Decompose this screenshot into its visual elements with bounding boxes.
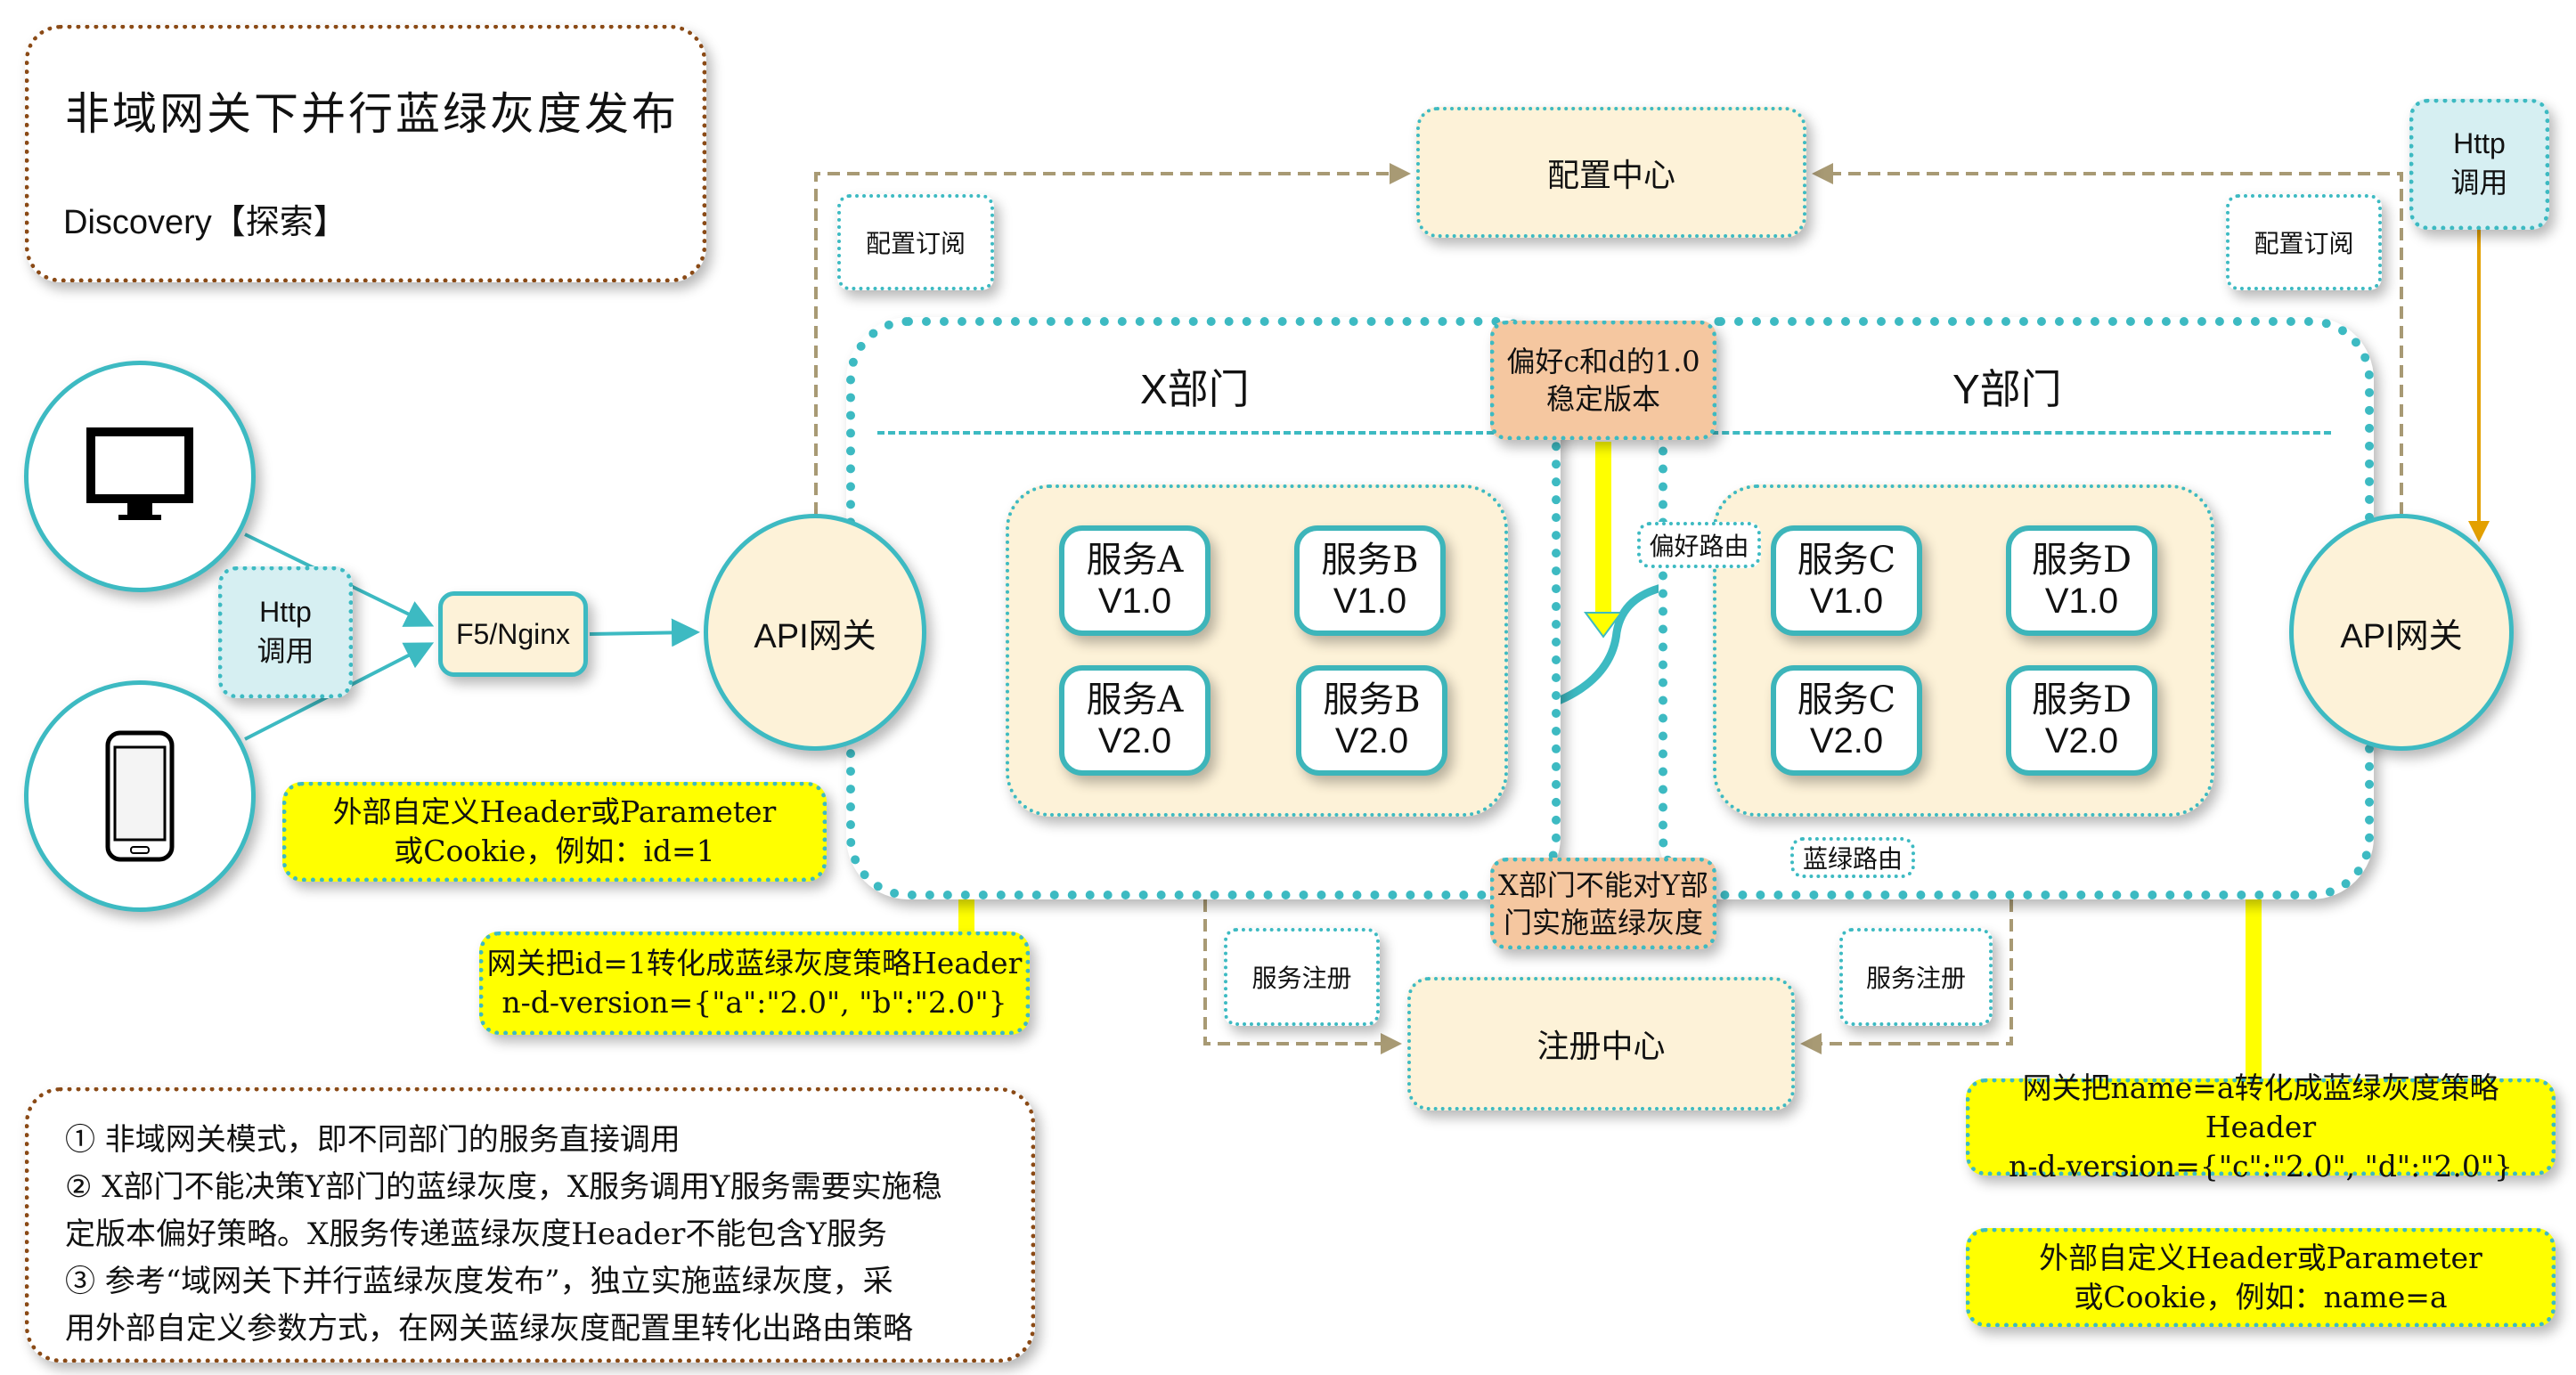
desktop-client[interactable] [24,361,256,592]
f5-nginx-label: F5/Nginx [455,617,571,650]
note-line: X部门不能对Y部 [1498,867,1708,902]
preference-route-tag: 偏好路由 [1637,522,1761,568]
note-line: 外部自定义Header或Parameter [332,794,777,829]
note-line: 门实施蓝绿灰度 [1503,905,1703,940]
config-subscribe-right: 配置订阅 [2226,194,2382,290]
note-item: ② X部门不能决策Y部门的蓝绿灰度，X服务调用Y服务需要实施稳 [65,1169,942,1205]
notes-box: ① 非域网关模式，即不同部门的服务直接调用 ② X部门不能决策Y部门的蓝绿灰度，… [25,1087,1035,1363]
yellow-arrowhead-middle [1584,612,1623,639]
bluegreen-route-tag: 蓝绿路由 [1790,837,1915,878]
api-gateway-left[interactable]: API网关 [704,514,926,751]
external-param-note-right: 外部自定义Header或Parameter 或Cookie，例如：name=a [1966,1228,2556,1327]
service-version: V1.0 [1809,582,1884,621]
f5-to-gateway-line [589,618,700,647]
note-line: 或Cookie，例如：id=1 [394,834,715,868]
http-call-label-left: Http 调用 [218,566,353,698]
call-label: 调用 [257,633,314,668]
http-call-label-right: Http 调用 [2409,99,2549,230]
service-version: V2.0 [1097,721,1172,761]
service-register-right-label: 服务注册 [1865,964,1966,993]
config-subscribe-left-line [814,163,1411,515]
x-department-title: X部门 [1140,366,1250,412]
http-label: Http [259,595,312,628]
note-item: 定版本偏好策略。X服务传递蓝绿灰度Header不能包含Y服务 [65,1216,887,1252]
smartphone-icon [105,730,175,862]
service-name: 服务A [1086,679,1184,720]
y-department-title: Y部门 [1952,366,2062,412]
page-subtitle: Discovery【探索】 [63,204,347,241]
config-subscribe-right-line [1812,163,2403,515]
service-version: V2.0 [2044,721,2119,761]
f5-nginx-node[interactable]: F5/Nginx [438,591,588,677]
note-line: 稳定版本 [1545,382,1660,416]
note-line: 网关把id=1转化成蓝绿灰度策略Header [486,946,1023,980]
stable-version-preference-note: 偏好c和d的1.0 稳定版本 [1490,321,1716,440]
external-param-note-left: 外部自定义Header或Parameter 或Cookie，例如：id=1 [282,782,827,882]
no-cross-department-note: X部门不能对Y部 门实施蓝绿灰度 [1490,858,1716,949]
config-center-label: 配置中心 [1546,157,1675,194]
http-label: Http [2453,127,2506,159]
service-name: 服务C [1797,679,1896,720]
service-name: 服务D [2031,679,2132,720]
bluegreen-route-label: 蓝绿路由 [1802,844,1903,874]
service-register-right-line [1800,899,2013,1054]
api-gateway-right-label: API网关 [2340,617,2463,655]
service-name: 服务D [2031,540,2132,581]
title-box: 非域网关下并行蓝绿灰度发布 Discovery【探索】 [25,25,706,282]
service-version: V1.0 [1333,582,1407,621]
x-department-divider [877,431,1537,435]
service-register-left-label: 服务注册 [1251,964,1352,993]
service-version: V2.0 [1809,721,1884,761]
registry-center[interactable]: 注册中心 [1407,977,1795,1111]
api-gateway-right[interactable]: API网关 [2289,514,2514,751]
service-name: 服务B [1323,679,1421,720]
service-name: 服务A [1086,540,1184,581]
call-label: 调用 [2450,166,2508,199]
y-department-divider [1690,431,2331,435]
note-item: 用外部自定义参数方式，在网关蓝绿灰度配置里转化出路由策略 [65,1311,913,1347]
service-version: V2.0 [1334,721,1409,761]
note-line: 外部自定义Header或Parameter [2039,1240,2482,1275]
registry-center-label: 注册中心 [1537,1029,1666,1065]
gateway-strategy-note-right: 网关把name=a转化成蓝绿灰度策略Header n-d-version={"c… [1966,1070,2556,1184]
note-line: n-d-version={"a":"2.0", "b":"2.0"} [501,985,1007,1020]
service-version: V1.0 [2044,582,2119,621]
service-register-left: 服务注册 [1224,928,1380,1026]
note-line: n-d-version={"c":"2.0", "d":"2.0"} [2008,1148,2514,1184]
service-name: 服务B [1321,540,1419,581]
preference-route-label: 偏好路由 [1649,532,1749,561]
page-title: 非域网关下并行蓝绿灰度发布 [65,88,679,140]
note-item: ① 非域网关模式，即不同部门的服务直接调用 [65,1122,681,1158]
service-register-right: 服务注册 [1839,928,1993,1026]
service-register-left-line [1203,899,1402,1054]
note-line: 网关把name=a转化成蓝绿灰度策略Header [2022,1070,2499,1144]
config-subscribe-left: 配置订阅 [837,194,994,290]
config-subscribe-left-label: 配置订阅 [865,229,966,258]
note-line: 或Cookie，例如：name=a [2074,1279,2448,1314]
api-gateway-left-label: API网关 [754,617,876,655]
note-line: 偏好c和d的1.0 [1506,345,1700,378]
mobile-client[interactable] [24,680,256,912]
service-version: V1.0 [1097,582,1172,621]
gateway-strategy-note-left: 网关把id=1转化成蓝绿灰度策略Header n-d-version={"a":… [479,932,1030,1035]
config-subscribe-right-label: 配置订阅 [2254,229,2354,258]
monitor-icon [86,427,193,520]
service-name: 服务C [1797,540,1896,581]
note-item: ③ 参考“域网关下并行蓝绿灰度发布”，独立实施蓝绿灰度，采 [65,1264,893,1299]
config-center[interactable]: 配置中心 [1416,107,1806,238]
